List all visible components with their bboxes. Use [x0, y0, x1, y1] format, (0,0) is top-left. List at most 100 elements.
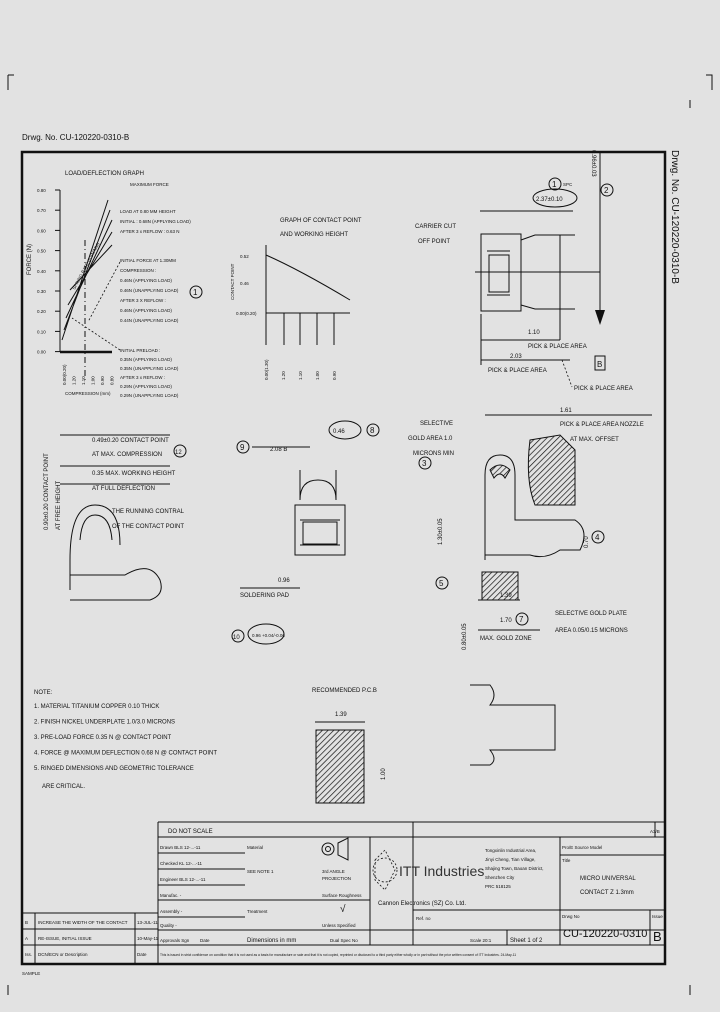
callout-5: 5 [439, 579, 444, 588]
initial-force-note: INITIAL FORCE AT 1.30MM [120, 258, 176, 263]
address-line: Tongxinlin Industrial Area, [485, 848, 536, 853]
dimension-1-30: 1.30±0.05 [438, 518, 444, 545]
x-tick: 0.00(0.20) [62, 364, 67, 385]
x-tick: 0.00(1.30) [264, 359, 269, 380]
checked-by: Checked KL 12-...-11 [160, 861, 203, 866]
dimension-0-46: 0.46 [333, 429, 345, 435]
y-tick: 0.70 [37, 208, 46, 213]
max-force-note: INITIAL : 0.68N (APPLYING LOAD) [120, 219, 191, 224]
dimension-1-39: 1.39 [500, 593, 512, 599]
drawn-by: Drawn BLS 12-...-11 [160, 845, 201, 850]
x-tick: 1.00 [315, 371, 320, 380]
dimension-1-10: 1.10 [528, 330, 540, 336]
datum-b: B [597, 360, 602, 369]
do-not-scale: DO NOT SCALE [168, 829, 213, 835]
y-tick: 0.40 [37, 269, 46, 274]
surface-check-symbol: √ [340, 903, 346, 915]
recommended-pcb: RECOMMENDED P.C.B 1.39 1.00 [312, 688, 387, 804]
disclaimer: This is issued in strict confidence on c… [160, 953, 516, 957]
title-label: Title [562, 858, 571, 863]
graph-title: LOAD/DEFLECTION GRAPH [65, 171, 144, 177]
address-line: Shajing Town, Baoan District, [485, 866, 543, 871]
initial-force-note: 0.46N (UNAPPLYING LOAD) [120, 288, 179, 293]
note-item: 2. FINISH NICKEL UNDERPLATE 1.0/3.0 MICR… [34, 720, 175, 726]
y-tick: 0.30 [37, 289, 46, 294]
label-gold-plate: AREA 0.05/0.15 MICRONS [555, 628, 628, 634]
engineer: Engineer BLS 12-...-11 [160, 877, 206, 882]
initial-force-note: 0.44N (UNAPPLYING LOAD) [120, 318, 179, 323]
address-line: PRC 518125 [485, 884, 511, 889]
unless-specified: Unless Specified [322, 923, 356, 928]
x-tick: 1.00 [91, 376, 96, 385]
drawing-number: CU-120220-0310 [563, 928, 647, 940]
dimension-height: 0.96±0.03 [590, 150, 596, 177]
x-tick: 1.20 [281, 371, 286, 380]
callout-2: 2 [604, 186, 609, 195]
label-soldering-pad: SOLDERING PAD [240, 593, 290, 599]
callout-3: 3 [422, 459, 427, 468]
callout-12: 12 [175, 450, 182, 456]
label-free-height: AT FREE HEIGHT [56, 481, 62, 530]
label-pick-place: PICK & PLACE AREA [574, 386, 633, 392]
label-selective: GOLD AREA 1.0 [408, 436, 453, 442]
dimensions-unit: Dimensions in mm [247, 938, 296, 944]
scale: Scale 20:1 [470, 938, 492, 943]
revision-id: A [25, 936, 28, 941]
revision-date: Date [137, 952, 147, 957]
label-max-gold-zone: MAX. GOLD ZONE [480, 636, 532, 642]
crop-marks [7, 74, 713, 995]
graph-title-line: AND WORKING HEIGHT [280, 232, 348, 238]
dimension-max-working-height: 0.35 MAX. WORKING HEIGHT [92, 471, 176, 477]
y-tick: 0.60 [37, 228, 46, 233]
front-view: 9 2.08 B 0.46 8 0.96 SOLDERING PAD 10 0.… [231, 420, 380, 645]
dimension-contact-point: 0.49±0.20 CONTACT POINT [92, 438, 169, 444]
label-running-control: THE RUNNING CONTRAL [112, 509, 185, 515]
label-selective: SELECTIVE [420, 421, 453, 427]
note-item: 4. FORCE @ MAXIMUM DEFLECTION 0.68 N @ C… [34, 751, 217, 757]
dimension-2-08: 2.08 B [270, 447, 287, 453]
y-tick: 0.46 [240, 281, 249, 286]
callout-4: 4 [595, 533, 600, 542]
initial-force-note: 0.46N (APPLYING LOAD) [120, 278, 172, 283]
max-force-note: LOAD AT 0.80 MM HEIGHT [120, 209, 176, 214]
top-view: 2.37±0.10 1 SPC 0.96±0.03 2 CARRIER CUT … [415, 150, 633, 392]
x-tick: 0.80 [110, 376, 115, 385]
revision-description: DCN/ECN or Description [38, 952, 88, 957]
label-nozzle: PICK & PLACE AREA NOZZLE [560, 422, 644, 428]
initial-preload-note: 0.35N (UNAPPLYING LOAD) [120, 366, 179, 371]
dimension-free-height: 0.90±0.20 CONTACT POINT [44, 453, 50, 530]
x-tick: 0.90 [100, 376, 105, 385]
approvals: Approvals Sgn [160, 938, 190, 943]
projection-symbol [321, 837, 349, 861]
y-tick: 0.00(0.20) [236, 311, 257, 316]
initial-preload-note: INITIAL PRELOAD : [120, 348, 160, 353]
projection-label: 3rd ANGLE [322, 869, 345, 874]
x-axis-label: COMPRESSION (mm) [65, 391, 111, 396]
contact-point-graph: GRAPH OF CONTACT POINT AND WORKING HEIGH… [230, 218, 362, 380]
initial-preload-note: 0.35N (APPLYING LOAD) [120, 357, 172, 362]
graph-title-line: GRAPH OF CONTACT POINT [280, 218, 362, 224]
dimension-0-70: 0.70 [584, 536, 590, 548]
callout-7: 7 [519, 615, 524, 624]
pcb-title: RECOMMENDED P.C.B [312, 688, 377, 694]
sheet-number: Sheet 1 of 2 [510, 938, 543, 944]
y-tick: 0.00 [37, 350, 46, 355]
date-label: Date [200, 938, 210, 943]
label-carrier-cut: OFF POINT [418, 239, 450, 245]
label-carrier-cut: CARRIER CUT [415, 224, 456, 230]
ref-no: Ref. no [416, 916, 431, 921]
revision-id: Iss. [25, 952, 32, 957]
revision-description: RE-ISSUE, INITIAL ISSUE [38, 936, 92, 941]
material: SEE NOTE 1 [247, 869, 274, 874]
initial-force-note: AFTER 3 X REFLOW : [120, 298, 166, 303]
dimension-0-80: 0.80±0.05 [462, 623, 468, 650]
material-label: Material [247, 845, 263, 850]
manufacture: Manufac. - [160, 893, 182, 898]
x-tick: 1.10 [298, 371, 303, 380]
label-full-deflection: AT FULL DEFLECTION [92, 486, 155, 492]
callout-1: 1 [552, 180, 557, 189]
label-gold-plate: SELECTIVE GOLD PLATE [555, 611, 627, 617]
label-at-max-compression: AT MAX. COMPRESSION [92, 452, 162, 458]
spc-mark: SPC [563, 182, 573, 187]
